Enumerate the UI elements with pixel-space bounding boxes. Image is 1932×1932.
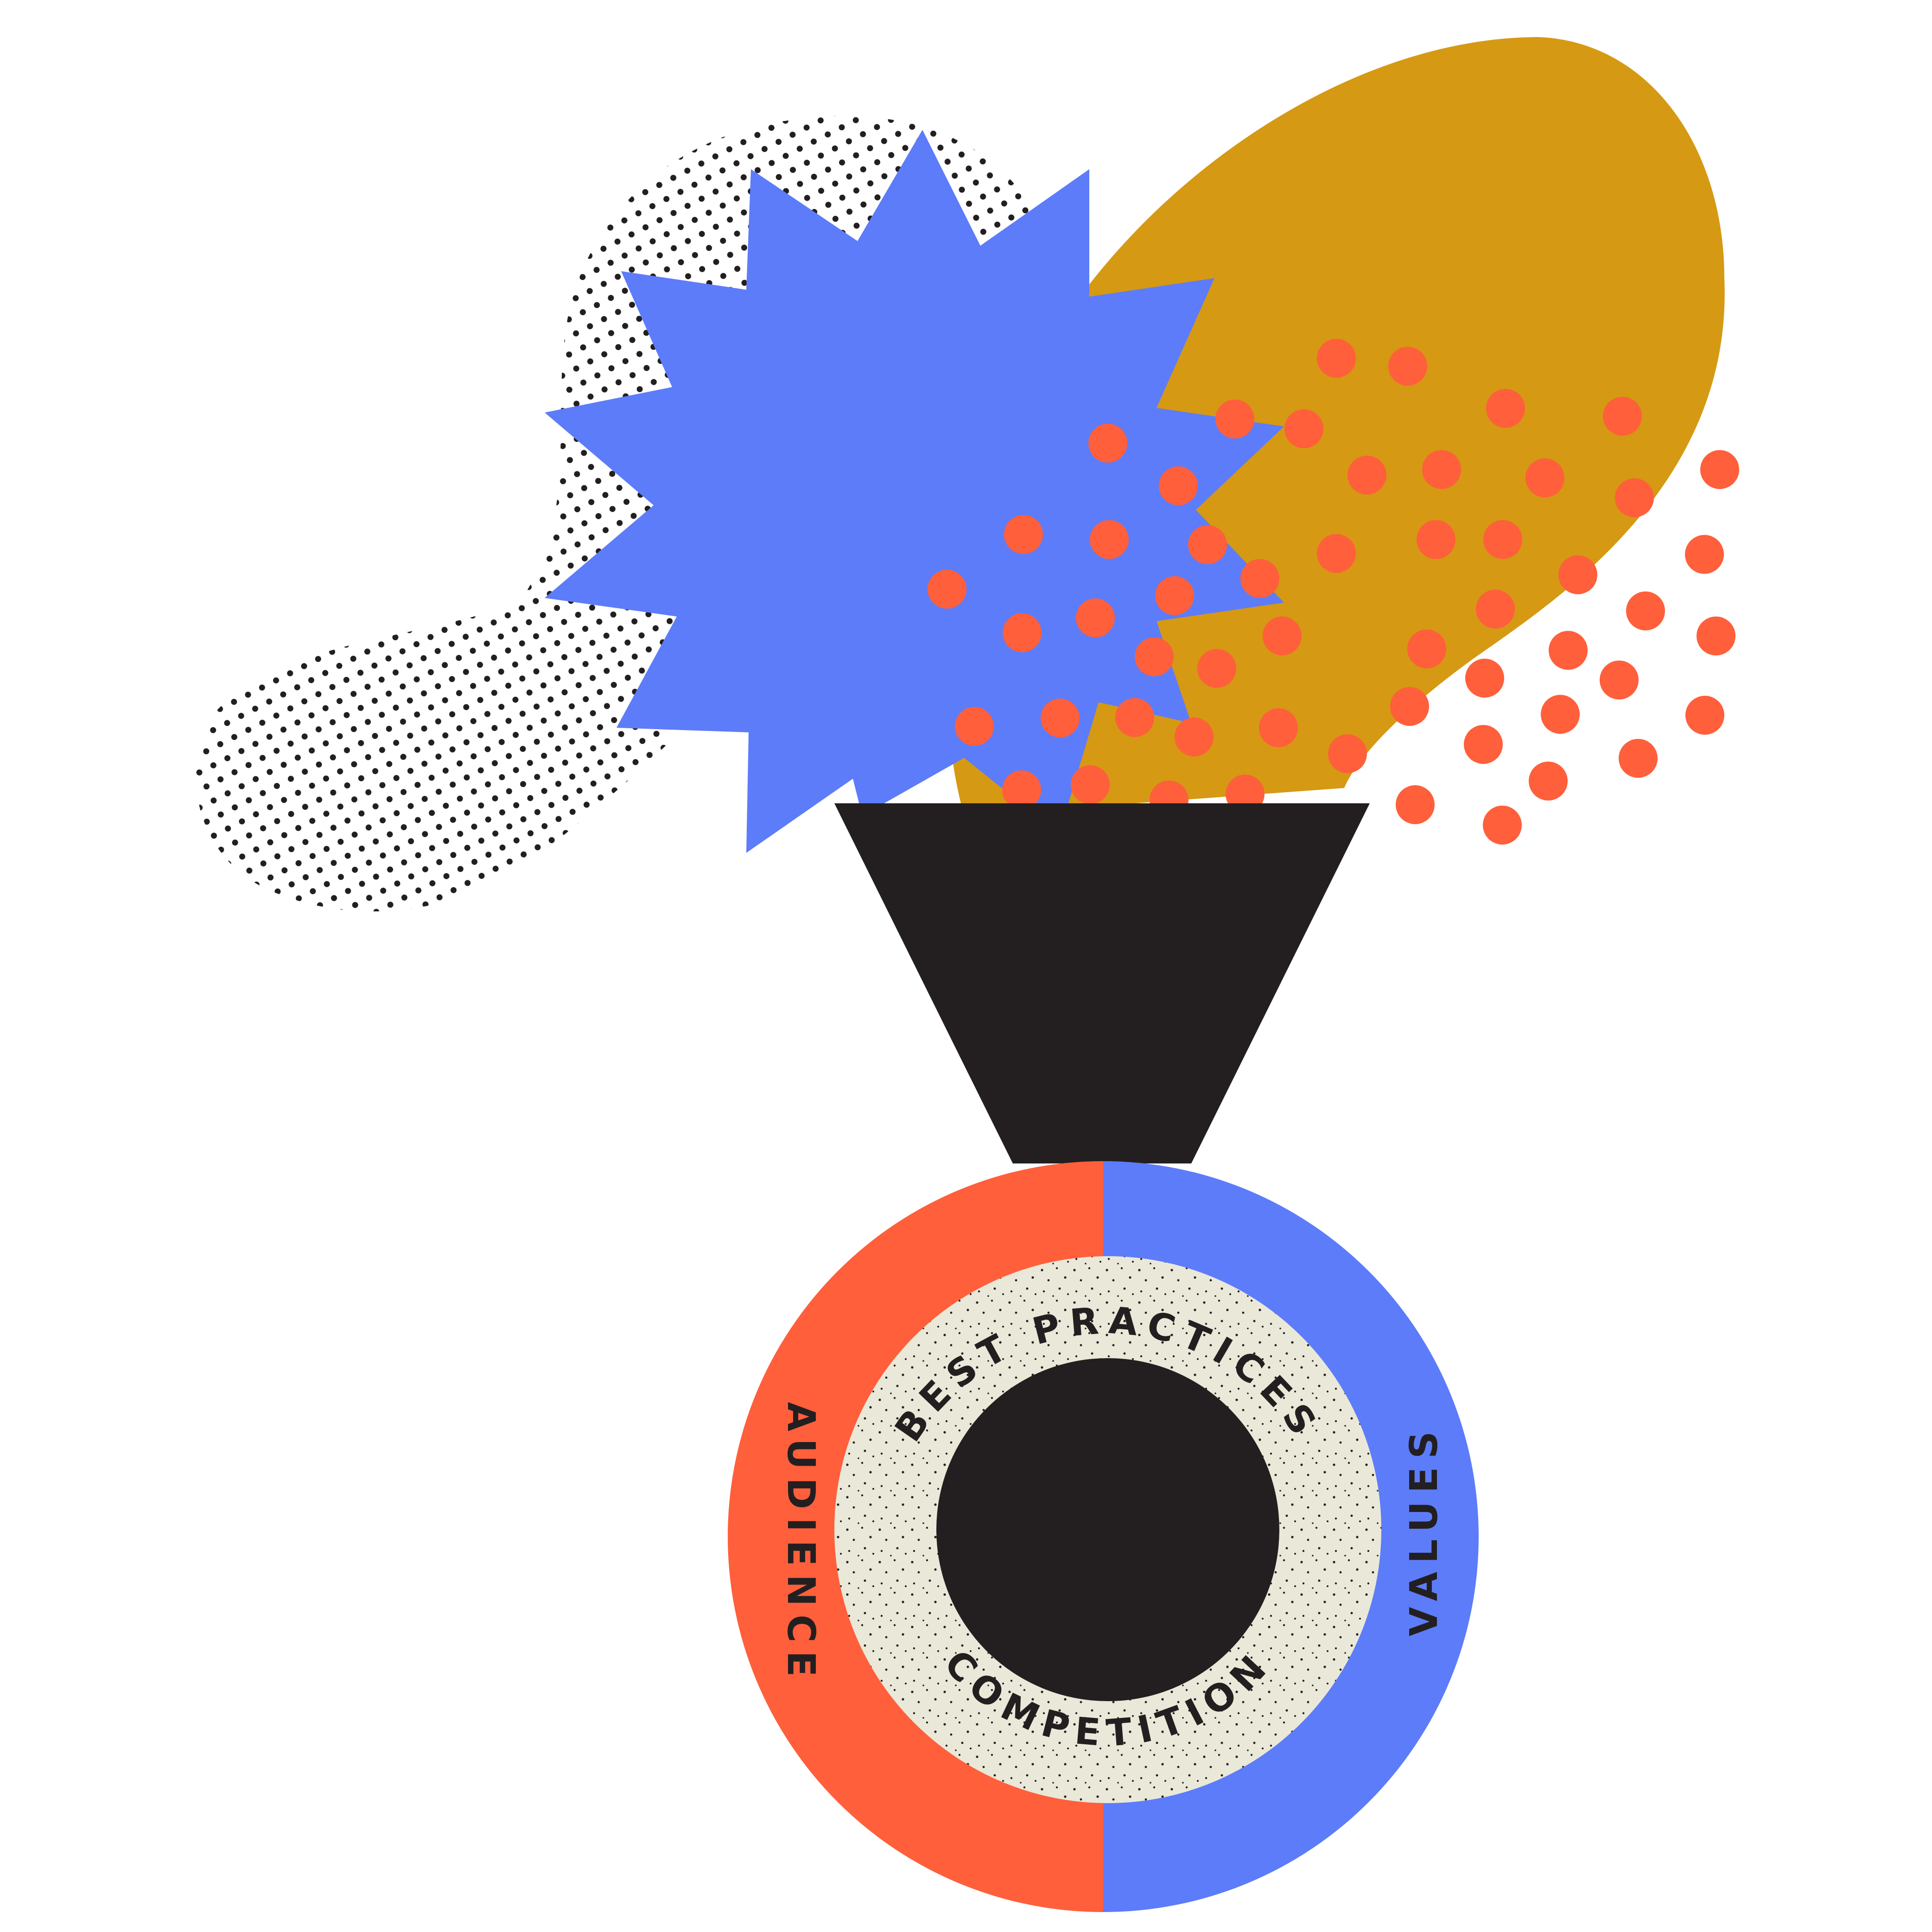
coral-dot [1090, 520, 1129, 559]
coral-dot [1197, 649, 1236, 688]
coral-dot [1347, 456, 1386, 495]
coral-dot [1626, 591, 1665, 630]
coral-dot [1076, 598, 1115, 637]
coral-dot [1041, 699, 1080, 737]
coral-dot [1115, 698, 1154, 737]
black-funnel [834, 803, 1370, 1163]
coral-dot [1558, 555, 1597, 594]
coral-dot [1486, 389, 1525, 428]
label-audience: AUDIENCE [779, 1402, 823, 1685]
coral-dot [1476, 590, 1515, 629]
coral-dot [1422, 450, 1461, 489]
coral-dot [1390, 687, 1429, 726]
coral-dot [1396, 785, 1435, 824]
coral-dot [1088, 424, 1127, 463]
coral-dot [1135, 637, 1174, 676]
coral-dot [1263, 616, 1302, 655]
coral-dot [1317, 534, 1356, 573]
coral-dot [1284, 409, 1323, 448]
coral-dot [1188, 525, 1227, 564]
coral-dot [1464, 725, 1503, 764]
coral-dot [1685, 535, 1724, 574]
strategy-wheel: BEST PRACTICES COMPETITION AUDIENCE VALU… [728, 1161, 1479, 1912]
label-values: VALUES [1402, 1423, 1446, 1636]
coral-dot [955, 707, 994, 746]
coral-dot [1615, 478, 1654, 517]
coral-dot [1619, 739, 1658, 778]
coral-dot [1697, 616, 1735, 655]
coral-dot [1240, 559, 1279, 598]
coral-dot [1483, 806, 1522, 845]
coral-dot [1700, 450, 1739, 489]
coral-dot [1483, 520, 1522, 559]
coral-dot [1603, 397, 1642, 436]
coral-dot [1259, 708, 1298, 747]
coral-dot [928, 570, 966, 609]
coral-dot [1541, 695, 1580, 734]
coral-dot-cluster [928, 339, 1739, 845]
coral-dot [1600, 661, 1639, 699]
blue-starburst [545, 130, 1284, 853]
coral-dot [1155, 576, 1194, 615]
coral-dot [1002, 770, 1041, 809]
coral-dot [1407, 629, 1446, 668]
coral-dot [1417, 520, 1455, 559]
coral-dot [1004, 515, 1043, 554]
coral-dot [1388, 347, 1427, 386]
coral-dot [1003, 613, 1042, 652]
coral-dot [1159, 466, 1198, 505]
coral-dot [1071, 765, 1110, 804]
coral-dot [1529, 762, 1568, 801]
coral-dot [1175, 718, 1214, 756]
coral-dot [1549, 631, 1588, 670]
coral-dot [1685, 696, 1724, 735]
coral-dot [1328, 734, 1367, 773]
coral-dot [1525, 458, 1564, 497]
coral-dot [1215, 400, 1254, 439]
coral-dot [1465, 659, 1504, 698]
coral-dot [1317, 339, 1356, 378]
wheel-core [936, 1358, 1279, 1701]
